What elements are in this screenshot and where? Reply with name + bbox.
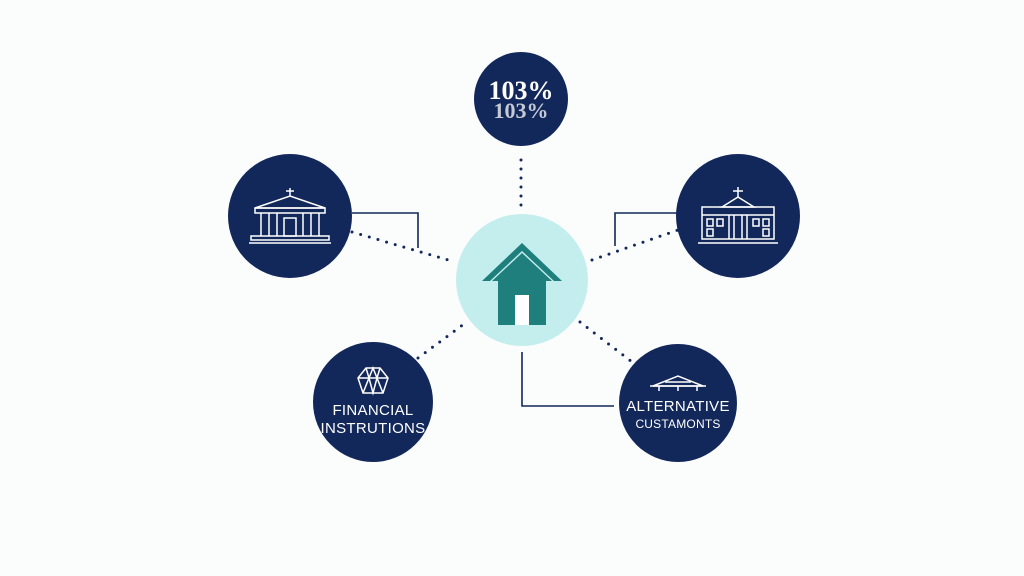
alternative-node: ALTERNATIVE CUSTAMONTS [619, 344, 737, 462]
percentage-value: 103% [488, 76, 554, 105]
alternative-label-line2: CUSTAMONTS [635, 417, 721, 431]
elbow-connector-left-upper [352, 212, 419, 248]
capitol-node [676, 154, 800, 278]
financial-institutions-label-line1: FINANCIAL [332, 402, 414, 419]
house-icon [474, 237, 570, 329]
alternative-label-line1: ALTERNATIVE [626, 398, 730, 415]
bank-node [228, 154, 352, 278]
financial-institutions-node: FINANCIAL INSTRUTIONS [313, 342, 433, 462]
financial-institutions-label-line2: INSTRUTIONS [320, 420, 426, 437]
classical-bank-building-icon [247, 186, 333, 246]
elbow-connector-bottom [521, 352, 614, 407]
dotted-connector-left-upper [350, 230, 457, 264]
capitol-building-icon [698, 185, 778, 247]
elbow-connector-right-upper [614, 212, 678, 246]
house-shape [482, 243, 562, 325]
home-hub-node [456, 214, 588, 346]
dotted-connector-right-lower [578, 320, 634, 364]
crystal-gem-icon [356, 366, 390, 396]
door-shape [515, 295, 529, 325]
percentage-value-echo: 103% [493, 98, 549, 123]
dotted-connector-right-upper [590, 228, 680, 262]
percentage-node: 103% 103% [474, 52, 568, 146]
dotted-connector-left-lower [416, 322, 466, 360]
pavilion-roof-icon [649, 374, 707, 392]
